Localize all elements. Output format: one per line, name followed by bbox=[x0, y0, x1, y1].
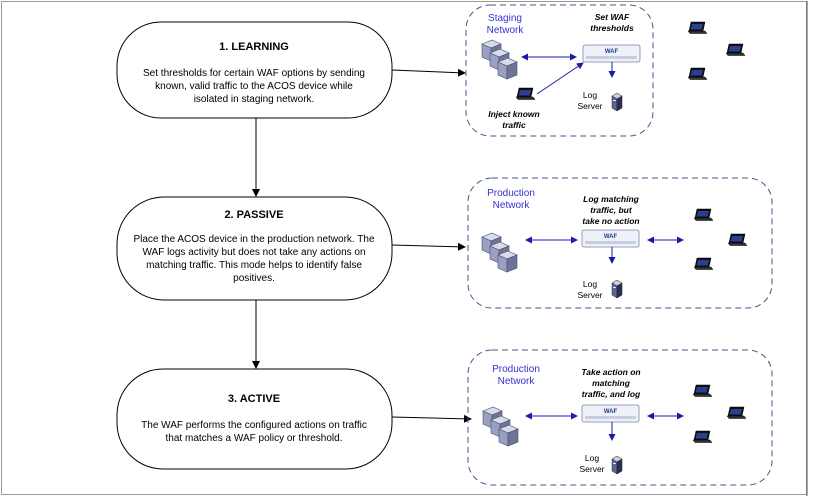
log-server-label-1: Log bbox=[585, 453, 599, 463]
stage-passive-connector bbox=[391, 242, 466, 251]
set-waf-thresholds-note-2: thresholds bbox=[590, 23, 634, 33]
set-waf-thresholds-note-1: Set WAF bbox=[595, 12, 630, 22]
stage-passive-desc-2: WAF logs activity but does not take any … bbox=[142, 247, 365, 258]
waf-device-label: WAF bbox=[604, 409, 618, 415]
stage-passive: 2. PASSIVE Place the ACOS device in the … bbox=[116, 196, 393, 301]
log-matching-note-3: take no action bbox=[582, 216, 639, 226]
take-action-note-2: matching bbox=[592, 378, 631, 388]
stage-active-title: 3. ACTIVE bbox=[228, 393, 280, 405]
stage-active-desc-2: that matches a WAF policy or threshold. bbox=[166, 433, 343, 444]
stage-passive-desc-4: positives. bbox=[233, 273, 275, 284]
laptop-icon bbox=[687, 67, 708, 80]
inject-known-traffic-note-2: traffic bbox=[502, 120, 526, 130]
laptop-icon bbox=[515, 87, 536, 100]
log-server-label-2: Server bbox=[577, 290, 602, 300]
stage-learning-desc-2: known, valid traffic to the ACOS device … bbox=[155, 81, 353, 92]
production-network-border bbox=[467, 349, 773, 486]
waf-device-icon: WAF bbox=[581, 229, 640, 248]
log-server-icon bbox=[611, 92, 623, 112]
production-network-border bbox=[467, 177, 773, 309]
stage-active-desc-1: The WAF performs the configured actions … bbox=[141, 420, 367, 431]
laptop-icon bbox=[725, 43, 746, 56]
stage-learning-title: 1. LEARNING bbox=[219, 41, 289, 53]
production-network-label-1: Production bbox=[487, 188, 535, 199]
log-server-icon bbox=[611, 455, 623, 475]
inject-known-traffic-note-1: Inject known bbox=[488, 109, 539, 119]
stage-learning: 1. LEARNING Set thresholds for certain W… bbox=[116, 21, 393, 119]
stage-learning-desc-3: isolated in staging network. bbox=[194, 94, 315, 105]
log-matching-note-2: traffic, but bbox=[590, 205, 633, 215]
staging-network-label-1: Staging bbox=[488, 13, 522, 24]
stage-passive-title: 2. PASSIVE bbox=[224, 209, 283, 221]
stage-learning-connector bbox=[391, 68, 466, 77]
stage-learning-desc-1: Set thresholds for certain WAF options b… bbox=[143, 68, 365, 79]
stage-passive-desc-1: Place the ACOS device in the production … bbox=[133, 234, 375, 245]
stage-passive-box bbox=[116, 196, 393, 301]
laptop-icon bbox=[692, 384, 713, 397]
log-server-label-2: Server bbox=[577, 101, 602, 111]
staging-network-label-2: Network bbox=[487, 25, 525, 36]
laptop-icon bbox=[727, 233, 748, 246]
server-cluster-icon bbox=[482, 406, 519, 447]
stage-active-connector bbox=[391, 414, 472, 423]
laptop-icon bbox=[692, 430, 713, 443]
log-server-label-1: Log bbox=[583, 90, 597, 100]
staging-network-border bbox=[465, 4, 654, 137]
log-server-label-1: Log bbox=[583, 279, 597, 289]
waf-device-label: WAF bbox=[604, 234, 618, 240]
waf-device-icon: WAF bbox=[581, 404, 640, 423]
server-cluster-icon bbox=[481, 232, 518, 273]
staging-network-panel: Staging Network Set WAF thresholds WAF I… bbox=[465, 4, 654, 137]
waf-device-icon: WAF bbox=[582, 44, 641, 63]
log-server-label-2: Server bbox=[579, 464, 604, 474]
stage-active: 3. ACTIVE The WAF performs the configure… bbox=[116, 368, 393, 470]
log-server-icon bbox=[611, 279, 623, 299]
laptop-icon bbox=[726, 406, 747, 419]
production-network-label-1: Production bbox=[492, 364, 540, 375]
laptop-icon bbox=[693, 257, 714, 270]
server-cluster-icon bbox=[481, 39, 518, 80]
production-network-panel-active: Production Network Take action on matchi… bbox=[467, 349, 773, 486]
log-matching-note-1: Log matching bbox=[583, 194, 640, 204]
waf-device-label: WAF bbox=[605, 49, 619, 55]
stage-active-box bbox=[116, 368, 393, 470]
production-network-panel-passive: Production Network Log matching traffic,… bbox=[467, 177, 773, 309]
take-action-note-1: Take action on bbox=[581, 367, 640, 377]
production-network-label-2: Network bbox=[498, 376, 536, 387]
production-network-label-2: Network bbox=[493, 200, 531, 211]
take-action-note-3: traffic, and log bbox=[582, 389, 641, 399]
stage-passive-desc-3: matching traffic. This mode helps to ide… bbox=[146, 260, 362, 271]
laptop-icon bbox=[693, 208, 714, 221]
inject-traffic-arrow bbox=[536, 62, 584, 95]
laptop-icon bbox=[687, 21, 708, 34]
